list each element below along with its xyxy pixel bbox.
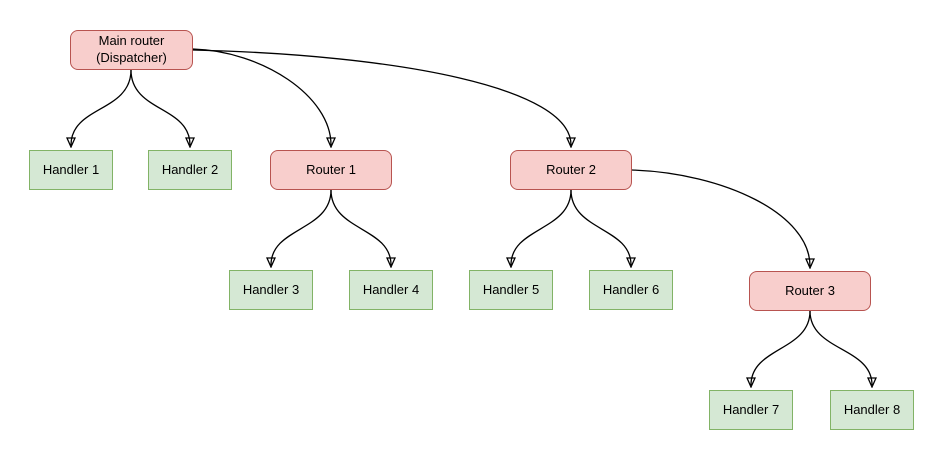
node-router-3: Router 3 xyxy=(749,271,871,311)
node-handler-6: Handler 6 xyxy=(589,270,673,310)
node-handler-1: Handler 1 xyxy=(29,150,113,190)
node-label: Router 1 xyxy=(306,161,356,177)
edge-router-2-to-router-3 xyxy=(631,169,810,266)
edge-router-1-to-handler-3 xyxy=(271,189,332,265)
node-router-2: Router 2 xyxy=(510,150,632,190)
node-label: Handler 2 xyxy=(161,161,219,177)
edge-router-2-to-handler-5 xyxy=(511,189,572,265)
edge-main-router-to-handler-1 xyxy=(71,69,132,145)
edge-router-3-to-handler-7 xyxy=(751,310,811,385)
node-label: Handler 7 xyxy=(722,401,780,417)
node-handler-4: Handler 4 xyxy=(349,270,433,310)
node-label: Router 2 xyxy=(546,161,596,177)
node-handler-7: Handler 7 xyxy=(709,390,793,430)
edge-main-router-to-handler-2 xyxy=(130,69,190,145)
edge-router-3-to-handler-8 xyxy=(809,310,872,385)
node-label: Handler 3 xyxy=(242,281,300,297)
node-label: Handler 5 xyxy=(482,281,540,297)
edge-router-2-to-handler-6 xyxy=(570,189,631,265)
node-router-1: Router 1 xyxy=(270,150,392,190)
node-label: Main router (Dispatcher) xyxy=(96,33,167,65)
node-handler-8: Handler 8 xyxy=(830,390,914,430)
node-label: Handler 6 xyxy=(602,281,660,297)
edge-main-router-to-router-1 xyxy=(192,48,331,145)
node-label: Handler 8 xyxy=(843,401,901,417)
edge-main-router-to-router-2 xyxy=(192,49,571,145)
node-label: Handler 1 xyxy=(42,161,100,177)
edge-router-1-to-handler-4 xyxy=(330,189,391,265)
node-label: Handler 4 xyxy=(362,281,420,297)
node-handler-3: Handler 3 xyxy=(229,270,313,310)
node-handler-2: Handler 2 xyxy=(148,150,232,190)
node-main-router: Main router (Dispatcher) xyxy=(70,30,193,70)
node-handler-5: Handler 5 xyxy=(469,270,553,310)
node-label: Router 3 xyxy=(785,282,835,298)
